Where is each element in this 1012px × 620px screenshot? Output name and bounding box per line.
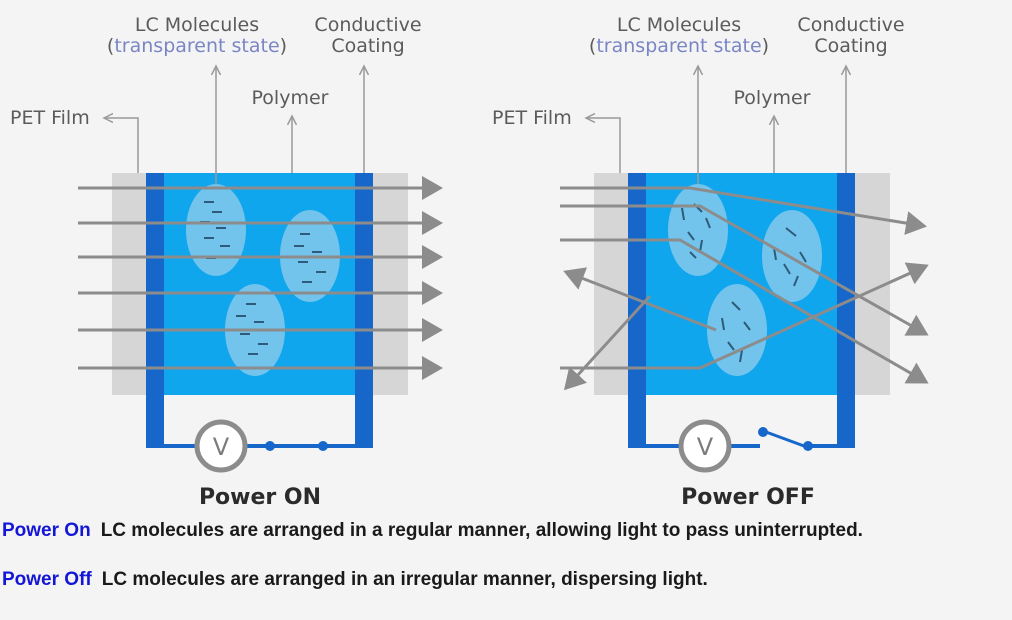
open-switch-lever <box>765 430 805 448</box>
panel-power-off: V <box>492 14 929 510</box>
caption-key: Power Off <box>2 569 92 590</box>
label-lc-state: (transparent state) <box>107 35 287 57</box>
label-lc-molecules: LC Molecules <box>135 14 259 36</box>
label-lc-state: (transparent state) <box>589 35 769 57</box>
voltmeter-icon <box>194 419 248 473</box>
label-pet-film: PET Film <box>492 107 572 129</box>
voltmeter-label: V <box>697 433 714 461</box>
label-coating: Coating <box>814 35 887 57</box>
switch-contact <box>265 441 275 451</box>
lc-droplet <box>707 284 767 376</box>
caption-key: Power On <box>2 520 91 541</box>
label-polymer: Polymer <box>252 87 329 109</box>
switch-contact <box>803 441 813 451</box>
voltmeter-icon <box>678 419 732 473</box>
light-rays <box>78 176 443 380</box>
conductive-coating-right <box>837 173 855 448</box>
pdlc-diagram: V <box>10 14 929 510</box>
leader-pet <box>586 118 621 173</box>
panel-title: Power OFF <box>681 485 815 510</box>
lc-droplet <box>186 184 246 276</box>
label-lc-molecules: LC Molecules <box>617 14 741 36</box>
label-conductive: Conductive <box>314 14 421 36</box>
caption-power-off: Power Off LC molecules are arranged in an… <box>2 569 708 591</box>
light-rays <box>560 186 929 391</box>
conductive-coating-right <box>355 173 373 448</box>
label-coating: Coating <box>331 35 404 57</box>
switch-contact <box>318 441 328 451</box>
caption-text: LC molecules are arranged in an irregula… <box>101 569 708 590</box>
panel-title: Power ON <box>199 485 321 510</box>
caption-text: LC molecules are arranged in a regular m… <box>100 520 863 541</box>
panel-power-on: V <box>10 14 443 510</box>
caption-power-on: Power On LC molecules are arranged in a r… <box>2 520 863 542</box>
label-conductive: Conductive <box>797 14 904 36</box>
leader-pet <box>104 118 139 173</box>
switch-contact <box>758 427 768 437</box>
label-pet-film: PET Film <box>10 107 90 129</box>
lc-droplet <box>762 210 822 302</box>
conductive-coating-left <box>146 173 164 448</box>
label-polymer: Polymer <box>734 87 811 109</box>
voltmeter-label: V <box>213 433 230 461</box>
